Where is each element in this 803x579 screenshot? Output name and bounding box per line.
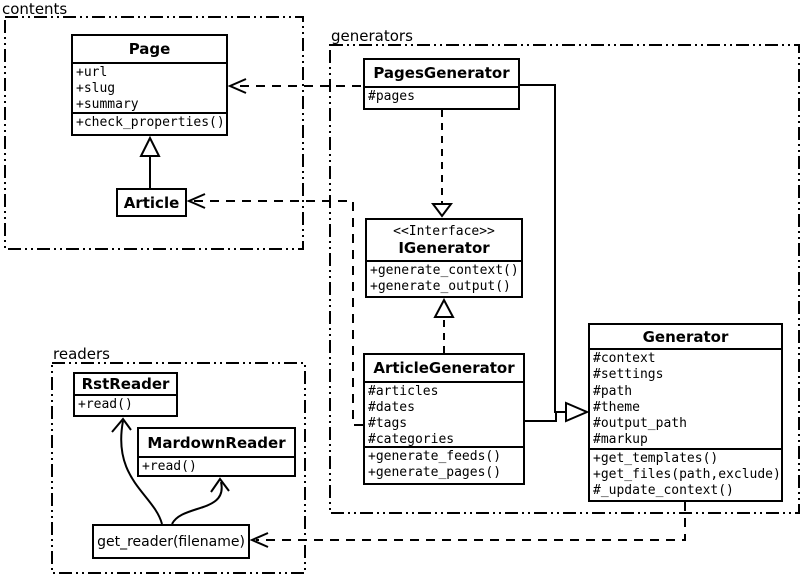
open-arrowhead-icon xyxy=(249,532,269,548)
class-mardownreader: MardownReader +read() xyxy=(137,427,296,477)
dependency-generator-to-getreader xyxy=(249,502,686,548)
realization-pagesgenerator-to-igenerator xyxy=(431,110,453,218)
class-igenerator-name: IGenerator xyxy=(398,238,490,257)
association-getreader-to-mardownreader xyxy=(171,477,230,525)
class-page-attributes: +url +slug +summary xyxy=(73,62,226,112)
class-pagesgenerator-title: PagesGenerator xyxy=(373,64,510,82)
operation-line: +read() xyxy=(142,459,197,474)
operation-line: +check_properties() xyxy=(76,115,225,130)
open-arrowhead-icon xyxy=(210,477,230,493)
package-contents-border xyxy=(4,16,304,250)
attribute-line: #path xyxy=(593,383,633,399)
class-rstreader-operations: +read() xyxy=(75,394,176,413)
attribute-line: #output_path xyxy=(593,416,687,432)
operation-line: +generate_pages() xyxy=(368,465,502,480)
class-articlegenerator-title: ArticleGenerator xyxy=(373,359,515,377)
attribute-line: #pages xyxy=(368,89,415,104)
class-generator-attributes: #context #settings #path #theme #output_… xyxy=(590,348,781,448)
inheritance-article-to-page xyxy=(139,135,161,188)
class-generator-operations: +get_templates() +get_files(path,exclude… xyxy=(590,448,781,499)
open-arrowhead-icon xyxy=(186,193,206,209)
hollow-triangle-icon xyxy=(565,401,590,423)
operation-line: #_update_context() xyxy=(593,483,734,498)
function-get-reader: get_reader(filename) xyxy=(92,524,250,559)
dependency-pagesgenerator-to-page xyxy=(227,78,361,94)
operation-line: +generate_context() xyxy=(370,263,519,278)
class-pagesgenerator-attributes: #pages xyxy=(365,86,518,105)
class-article: Article xyxy=(116,188,187,217)
operation-line: +read() xyxy=(78,397,133,412)
hollow-triangle-icon xyxy=(431,203,453,218)
dependency-articlegenerator-to-article xyxy=(186,193,363,426)
operation-line: +generate_feeds() xyxy=(368,449,502,464)
attribute-line: #articles xyxy=(368,384,439,399)
class-igenerator-title: <<Interface>> IGenerator xyxy=(367,220,521,260)
class-page: Page +url +slug +summary +check_properti… xyxy=(71,34,228,136)
class-igenerator-operations: +generate_context() +generate_output() xyxy=(367,260,521,295)
class-pagesgenerator: PagesGenerator #pages xyxy=(363,58,520,110)
package-label-contents: contents xyxy=(2,0,68,18)
attribute-line: #context xyxy=(593,351,656,366)
attribute-line: #markup xyxy=(593,432,648,448)
package-readers-border xyxy=(51,362,306,574)
hollow-triangle-icon xyxy=(139,135,161,157)
class-rstreader-title: RstReader xyxy=(81,375,170,393)
class-page-title: Page xyxy=(128,40,171,58)
realization-articlegenerator-to-igenerator xyxy=(433,297,455,353)
hollow-triangle-icon xyxy=(433,297,455,318)
open-arrowhead-icon xyxy=(227,78,247,94)
class-mardownreader-title: MardownReader xyxy=(147,433,286,452)
attribute-line: #theme xyxy=(593,399,640,415)
operation-line: +generate_output() xyxy=(370,279,511,294)
attribute-line: #categories xyxy=(368,432,455,446)
attribute-line: #settings xyxy=(593,367,664,383)
class-articlegenerator: ArticleGenerator #articles #dates #tags … xyxy=(363,353,525,485)
attribute-line: +summary xyxy=(76,97,139,112)
open-arrowhead-icon xyxy=(111,417,132,433)
class-page-operations: +check_properties() xyxy=(73,112,226,131)
attribute-line: #dates xyxy=(368,400,415,415)
class-generator: Generator #context #settings #path #them… xyxy=(588,323,783,502)
class-articlegenerator-operations: +generate_feeds() +generate_pages() xyxy=(365,446,523,481)
package-generators-border xyxy=(329,44,800,514)
operation-line: +get_files(path,exclude) xyxy=(593,467,781,482)
inheritance-generators-to-generator xyxy=(520,84,590,423)
class-igenerator: <<Interface>> IGenerator +generate_conte… xyxy=(365,218,523,298)
attribute-line: #tags xyxy=(368,416,408,431)
class-rstreader: RstReader +read() xyxy=(73,372,178,417)
operation-line: +get_templates() xyxy=(593,451,719,466)
class-igenerator-stereotype: <<Interface>> xyxy=(393,223,495,239)
class-generator-title: Generator xyxy=(642,327,729,346)
attribute-line: +url xyxy=(76,65,108,80)
package-label-generators: generators xyxy=(331,27,413,45)
attribute-line: +slug xyxy=(76,81,116,96)
class-articlegenerator-attributes: #articles #dates #tags #categories xyxy=(365,381,523,446)
package-label-readers: readers xyxy=(53,345,110,363)
class-mardownreader-operations: +read() xyxy=(139,456,294,475)
class-article-title: Article xyxy=(123,193,180,212)
association-getreader-to-rstreader xyxy=(111,417,163,525)
